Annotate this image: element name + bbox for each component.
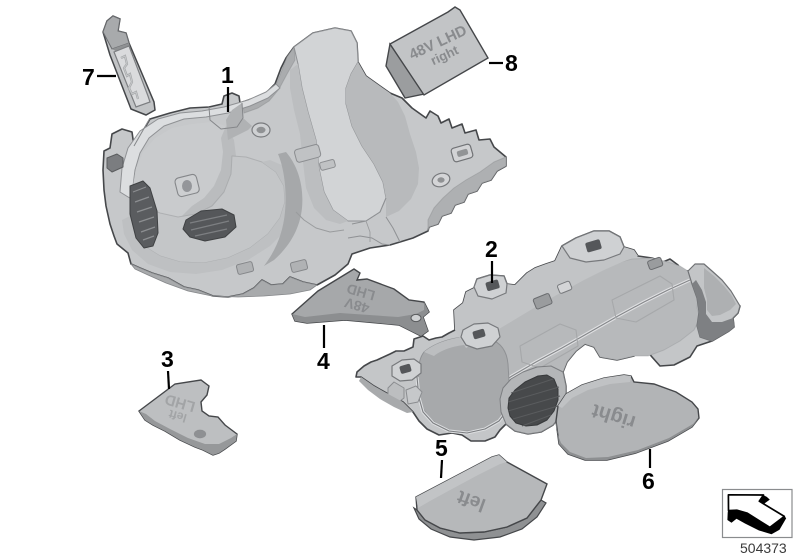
svg-text:2: 2 (485, 236, 498, 262)
svg-text:48V: 48V (342, 294, 371, 316)
svg-text:7: 7 (82, 64, 95, 90)
svg-text:3: 3 (161, 346, 174, 372)
svg-text:4: 4 (317, 348, 330, 374)
svg-text:1: 1 (221, 62, 234, 88)
svg-text:504373: 504373 (740, 540, 787, 556)
svg-text:5: 5 (435, 435, 448, 461)
svg-text:LHD: LHD (345, 281, 377, 304)
svg-text:8: 8 (505, 50, 518, 76)
svg-text:6: 6 (642, 468, 655, 494)
svg-text:left: left (167, 407, 188, 425)
